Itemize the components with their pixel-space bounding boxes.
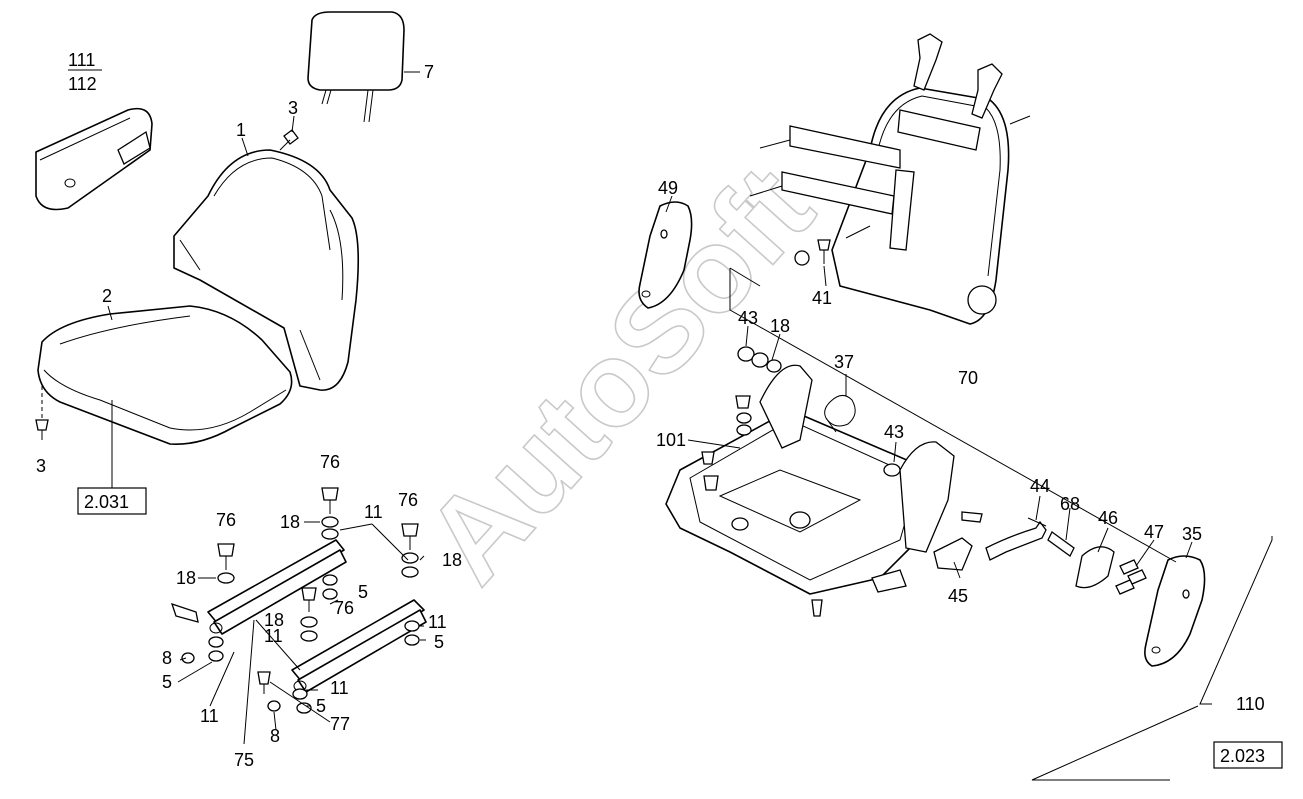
label-101: 101 bbox=[656, 430, 686, 450]
seat-rail-right-part[interactable] bbox=[291, 599, 427, 693]
label-70: 70 bbox=[958, 368, 978, 388]
reference-2-023: 2.023 bbox=[1220, 746, 1265, 766]
label-45: 45 bbox=[948, 586, 968, 606]
leader-lines bbox=[68, 69, 1273, 781]
label-5-c: 5 bbox=[162, 672, 172, 692]
label-18-a: 18 bbox=[770, 316, 790, 336]
seat-base-frame-part[interactable] bbox=[665, 364, 983, 617]
label-76-a: 76 bbox=[320, 452, 340, 472]
label-41: 41 bbox=[812, 288, 832, 308]
label-35: 35 bbox=[1182, 524, 1202, 544]
label-43-b: 43 bbox=[884, 422, 904, 442]
screw-part-3-top[interactable] bbox=[279, 129, 299, 151]
label-46: 46 bbox=[1098, 508, 1118, 528]
backrest-part[interactable] bbox=[173, 149, 360, 391]
label-37: 37 bbox=[834, 352, 854, 372]
part-number-labels: 111 112 7 3 1 2 3 49 41 43 18 37 70 101 … bbox=[36, 50, 1265, 770]
label-11-e: 11 bbox=[330, 678, 349, 698]
bolt-part-76[interactable] bbox=[217, 487, 419, 694]
label-5-b: 5 bbox=[434, 632, 444, 652]
label-112: 112 bbox=[68, 74, 97, 94]
label-8-b: 8 bbox=[270, 726, 280, 746]
label-76-d: 76 bbox=[334, 598, 354, 618]
label-5-d: 5 bbox=[316, 696, 326, 716]
screw-part-47[interactable] bbox=[1115, 559, 1147, 595]
lever-part-44[interactable] bbox=[985, 517, 1047, 561]
label-11-c: 11 bbox=[428, 612, 447, 632]
backrest-frame-part[interactable] bbox=[749, 33, 1031, 325]
label-76-c: 76 bbox=[398, 490, 418, 510]
plate-part-46[interactable] bbox=[1075, 546, 1115, 589]
armrest-part[interactable] bbox=[35, 107, 153, 211]
label-44: 44 bbox=[1030, 476, 1050, 496]
label-11-d: 11 bbox=[200, 706, 219, 726]
spring-part-37[interactable] bbox=[824, 395, 856, 433]
label-18-d: 18 bbox=[442, 550, 462, 570]
label-2: 2 bbox=[102, 286, 112, 306]
side-cover-part-35[interactable] bbox=[1144, 555, 1206, 667]
label-111: 111 bbox=[68, 50, 95, 70]
label-3-top: 3 bbox=[288, 98, 298, 118]
label-110: 110 bbox=[1236, 694, 1265, 714]
label-18-b: 18 bbox=[280, 512, 300, 532]
label-5-a: 5 bbox=[358, 582, 368, 602]
handle-part-45[interactable] bbox=[933, 537, 973, 571]
label-75: 75 bbox=[234, 750, 254, 770]
pin-part-68[interactable] bbox=[1047, 531, 1075, 557]
screw-part-41[interactable] bbox=[817, 239, 831, 264]
label-68: 68 bbox=[1060, 494, 1080, 514]
seat-cushion-part[interactable] bbox=[37, 305, 293, 445]
label-43-a: 43 bbox=[738, 308, 758, 328]
side-cover-part-49[interactable] bbox=[638, 201, 693, 309]
label-18-c: 18 bbox=[176, 568, 196, 588]
reference-2-031: 2.031 bbox=[84, 492, 129, 512]
reference-box-2-031[interactable]: 2.031 bbox=[77, 487, 147, 515]
seat-rail-left-part[interactable] bbox=[170, 539, 347, 635]
reference-box-2-023[interactable]: 2.023 bbox=[1213, 741, 1283, 769]
headrest-part[interactable] bbox=[307, 11, 405, 123]
screw-part-3-bottom[interactable] bbox=[35, 386, 49, 440]
label-1: 1 bbox=[236, 120, 246, 140]
label-11-b: 11 bbox=[264, 626, 283, 646]
washer-part-43-18[interactable] bbox=[737, 346, 782, 373]
label-77: 77 bbox=[330, 714, 350, 734]
label-3-bottom: 3 bbox=[36, 456, 46, 476]
label-7: 7 bbox=[424, 62, 434, 82]
label-18-e: 18 bbox=[264, 610, 284, 630]
label-76-b: 76 bbox=[216, 510, 236, 530]
label-47: 47 bbox=[1144, 522, 1164, 542]
label-8-a: 8 bbox=[162, 648, 172, 668]
washer-nut-group[interactable] bbox=[181, 516, 420, 714]
label-49: 49 bbox=[658, 178, 678, 198]
label-11-a: 11 bbox=[364, 502, 383, 522]
